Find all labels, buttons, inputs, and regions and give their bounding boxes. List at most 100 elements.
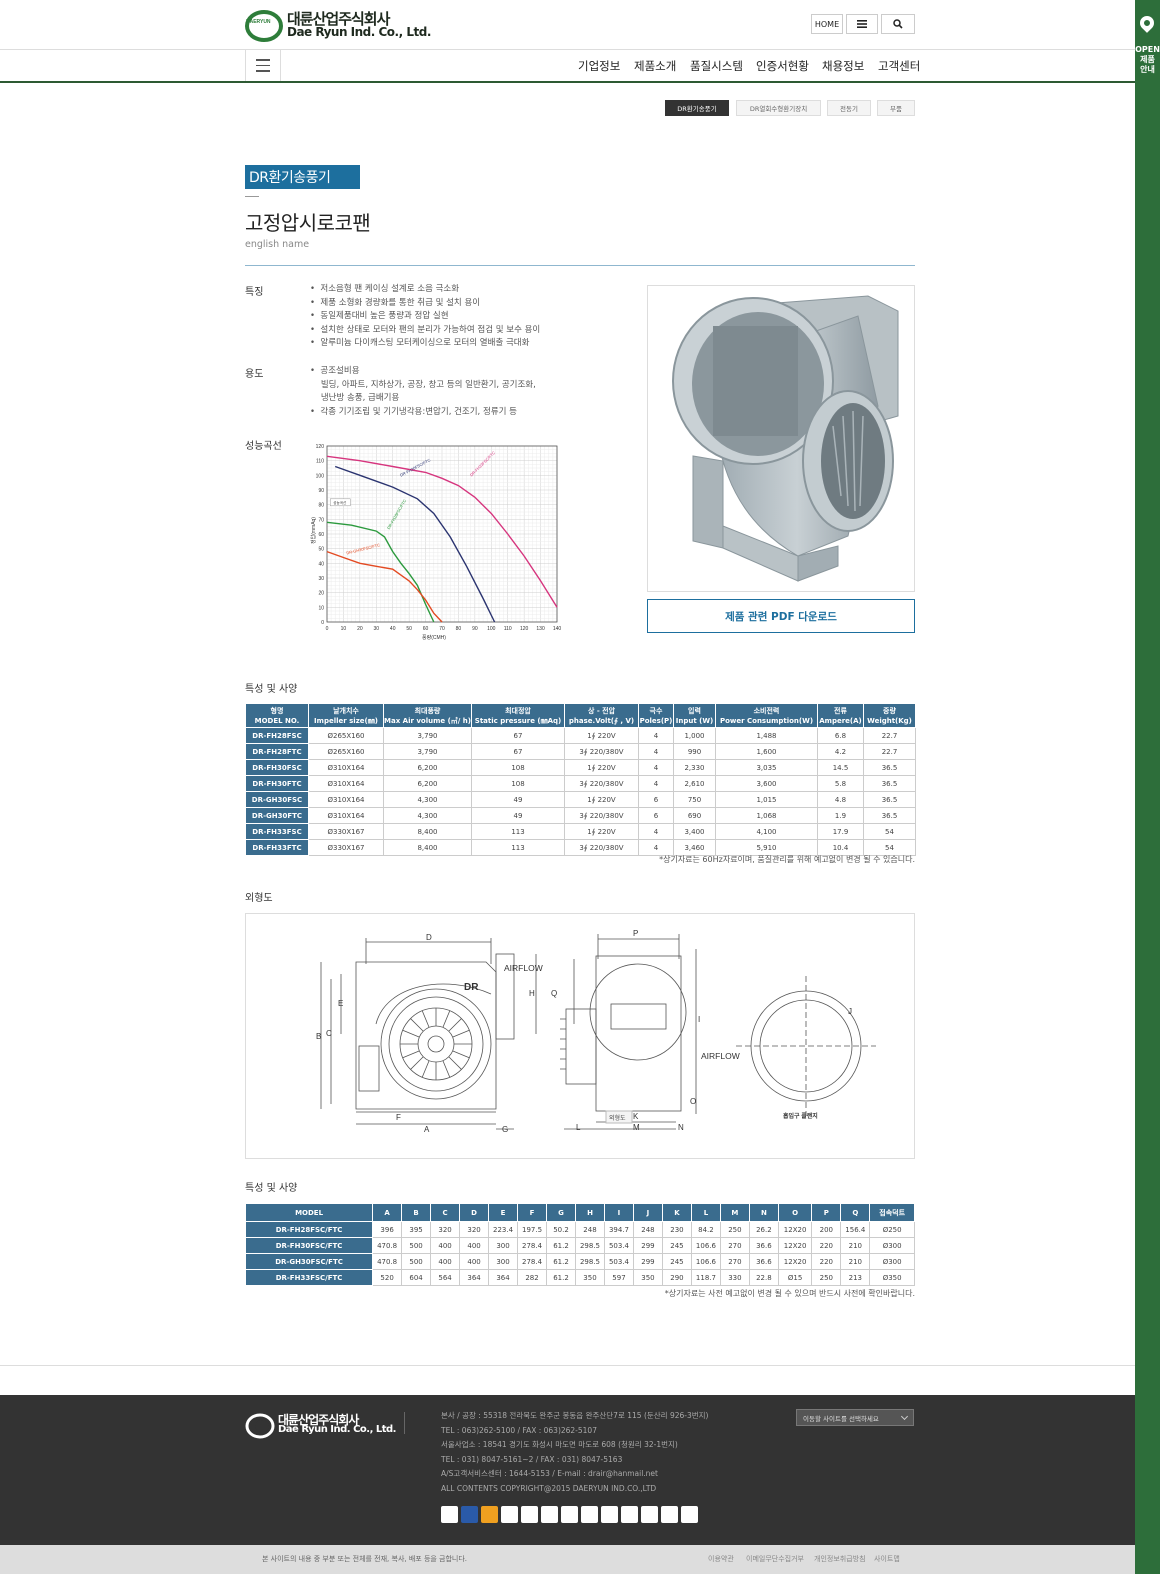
dimension-cell: 250 bbox=[811, 1269, 842, 1286]
dimension-cell: 470.8 bbox=[372, 1237, 403, 1254]
y-tick-label: 20 bbox=[318, 591, 324, 597]
series-line bbox=[326, 550, 443, 623]
spec-cell: 4.2 bbox=[817, 743, 864, 760]
company-name-en: Dae Ryun Ind. Co., Ltd. bbox=[287, 25, 431, 39]
series-line bbox=[334, 465, 496, 623]
spec-cell: 6,200 bbox=[383, 775, 472, 792]
series-label: DR-FH33FSC/FTC bbox=[469, 450, 496, 477]
spec-cell: 990 bbox=[673, 743, 716, 760]
spec-cell: 4 bbox=[638, 743, 674, 760]
home-button[interactable]: HOME bbox=[811, 14, 843, 34]
dimension-cell: 156.4 bbox=[840, 1221, 871, 1238]
y-tick-label: 80 bbox=[318, 503, 324, 509]
menu-button[interactable] bbox=[846, 14, 878, 34]
footer-logo-mark-icon bbox=[245, 1413, 275, 1439]
privacy-link[interactable]: 개인정보취급방침 bbox=[814, 1555, 866, 1563]
spec-cell: 1,015 bbox=[715, 791, 818, 808]
gnb-certificates[interactable]: 인증서현황 bbox=[756, 59, 809, 73]
dim-letter: C bbox=[326, 1029, 332, 1038]
spec-cell: 6,200 bbox=[383, 759, 472, 776]
spec-cell: Ø310X164 bbox=[308, 791, 384, 808]
terms-link[interactable]: 이용약관 bbox=[708, 1555, 734, 1563]
x-tick-label: 130 bbox=[536, 626, 545, 632]
cert-icon bbox=[501, 1506, 518, 1523]
email-refusal-link[interactable]: 이메일무단수집거부 bbox=[746, 1555, 804, 1563]
search-button[interactable] bbox=[881, 14, 915, 34]
menu-icon bbox=[857, 20, 867, 28]
spec-cell: 1.9 bbox=[817, 807, 864, 824]
gnb-products[interactable]: 제품소개 bbox=[634, 59, 677, 73]
dimension-cell: 278.4 bbox=[517, 1237, 548, 1254]
spec-cell: 4,300 bbox=[383, 807, 472, 824]
hamburger-icon bbox=[256, 59, 270, 61]
dr-mark: DR bbox=[464, 982, 479, 993]
footer-divider bbox=[0, 1365, 1135, 1366]
flange-label: 흡입구 플랜지 bbox=[783, 1112, 818, 1120]
x-tick-label: 70 bbox=[439, 626, 445, 632]
gnb-support[interactable]: 고객센터 bbox=[878, 59, 921, 73]
tab-parts[interactable]: 부품 bbox=[877, 100, 915, 116]
y-tick-label: 120 bbox=[316, 444, 325, 450]
dimension-header-cell: J bbox=[632, 1203, 663, 1222]
spec-cell: 54 bbox=[863, 839, 916, 856]
dimension-cell: 350 bbox=[575, 1269, 605, 1286]
spec-cell: Ø310X164 bbox=[308, 775, 384, 792]
title-underline bbox=[245, 265, 915, 266]
company-logo[interactable]: DAERYUN 대륜산업주식회사 Dae Ryun Ind. Co., Ltd. bbox=[245, 8, 431, 42]
dimension-cell: 270 bbox=[719, 1237, 750, 1254]
pdf-download-button[interactable]: 제품 관련 PDF 다운로드 bbox=[647, 599, 915, 633]
dimension-header-cell: D bbox=[459, 1203, 490, 1222]
model-cell: DR-FH30FTC bbox=[245, 775, 309, 792]
spec-cell: 2,330 bbox=[673, 759, 716, 776]
usage-item: 빌딩, 아파트, 지하상가, 공장, 창고 등의 일반환기, 공기조화, bbox=[320, 379, 536, 390]
dimension-cell: 300 bbox=[488, 1237, 519, 1254]
dimension-cell: 270 bbox=[719, 1253, 750, 1270]
x-tick-label: 60 bbox=[423, 626, 429, 632]
model-cell: DR-FH33FSC/FTC bbox=[244, 1269, 374, 1286]
dimension-cell: 400 bbox=[459, 1253, 490, 1270]
series-label: DR-FH30FSC/FTC bbox=[399, 457, 431, 477]
drawing-tag: 외형도 bbox=[609, 1114, 626, 1122]
gnb-quality[interactable]: 품질시스템 bbox=[690, 59, 743, 73]
spec-cell: 36.5 bbox=[863, 791, 916, 808]
spec-cell: Ø265X160 bbox=[308, 727, 384, 744]
dimension-header-cell: B bbox=[401, 1203, 432, 1222]
sitemap-link[interactable]: 사이트맵 bbox=[874, 1555, 900, 1563]
tab-ventilation-fan[interactable]: DR환기송풍기 bbox=[665, 100, 729, 116]
spec-cell: 49 bbox=[471, 791, 565, 808]
gnb-recruit[interactable]: 채용정보 bbox=[822, 59, 865, 73]
dimension-cell: 36.6 bbox=[748, 1237, 779, 1254]
y-tick-label: 50 bbox=[318, 547, 324, 553]
family-site-select[interactable]: 이동할 사이트를 선택하세요 bbox=[796, 1409, 914, 1426]
all-menu-button[interactable] bbox=[245, 50, 281, 81]
dimension-cell: 248 bbox=[632, 1221, 663, 1238]
x-tick-label: 110 bbox=[504, 626, 512, 632]
model-cell: DR-FH28FSC bbox=[245, 727, 309, 744]
tab-motor[interactable]: 전동기 bbox=[827, 100, 871, 116]
spec-cell: 36.5 bbox=[863, 807, 916, 824]
spec-cell: 36.5 bbox=[863, 775, 916, 792]
gnb-company[interactable]: 기업정보 bbox=[578, 59, 621, 73]
dimension-cell: 12X20 bbox=[777, 1253, 813, 1270]
dimension-header-cell: N bbox=[748, 1203, 779, 1222]
dimension-header-cell: Q bbox=[840, 1203, 871, 1222]
spec-cell: 4.8 bbox=[817, 791, 864, 808]
dimension-cell: 400 bbox=[430, 1237, 461, 1254]
feature-item: • 알루미늄 다이캐스팅 모터케이싱으로 모터의 열배출 극대화 bbox=[310, 338, 530, 348]
dimension-cell: Ø300 bbox=[869, 1253, 915, 1270]
model-cell: DR-FH30FSC/FTC bbox=[244, 1237, 374, 1254]
x-tick-label: 40 bbox=[390, 626, 396, 632]
spec-cell: 10.4 bbox=[817, 839, 864, 856]
tab-heat-recovery[interactable]: DR열회수형환기장치 bbox=[736, 100, 821, 116]
dimension-cell: 298.5 bbox=[575, 1253, 605, 1270]
spec-cell: 3,035 bbox=[715, 759, 818, 776]
